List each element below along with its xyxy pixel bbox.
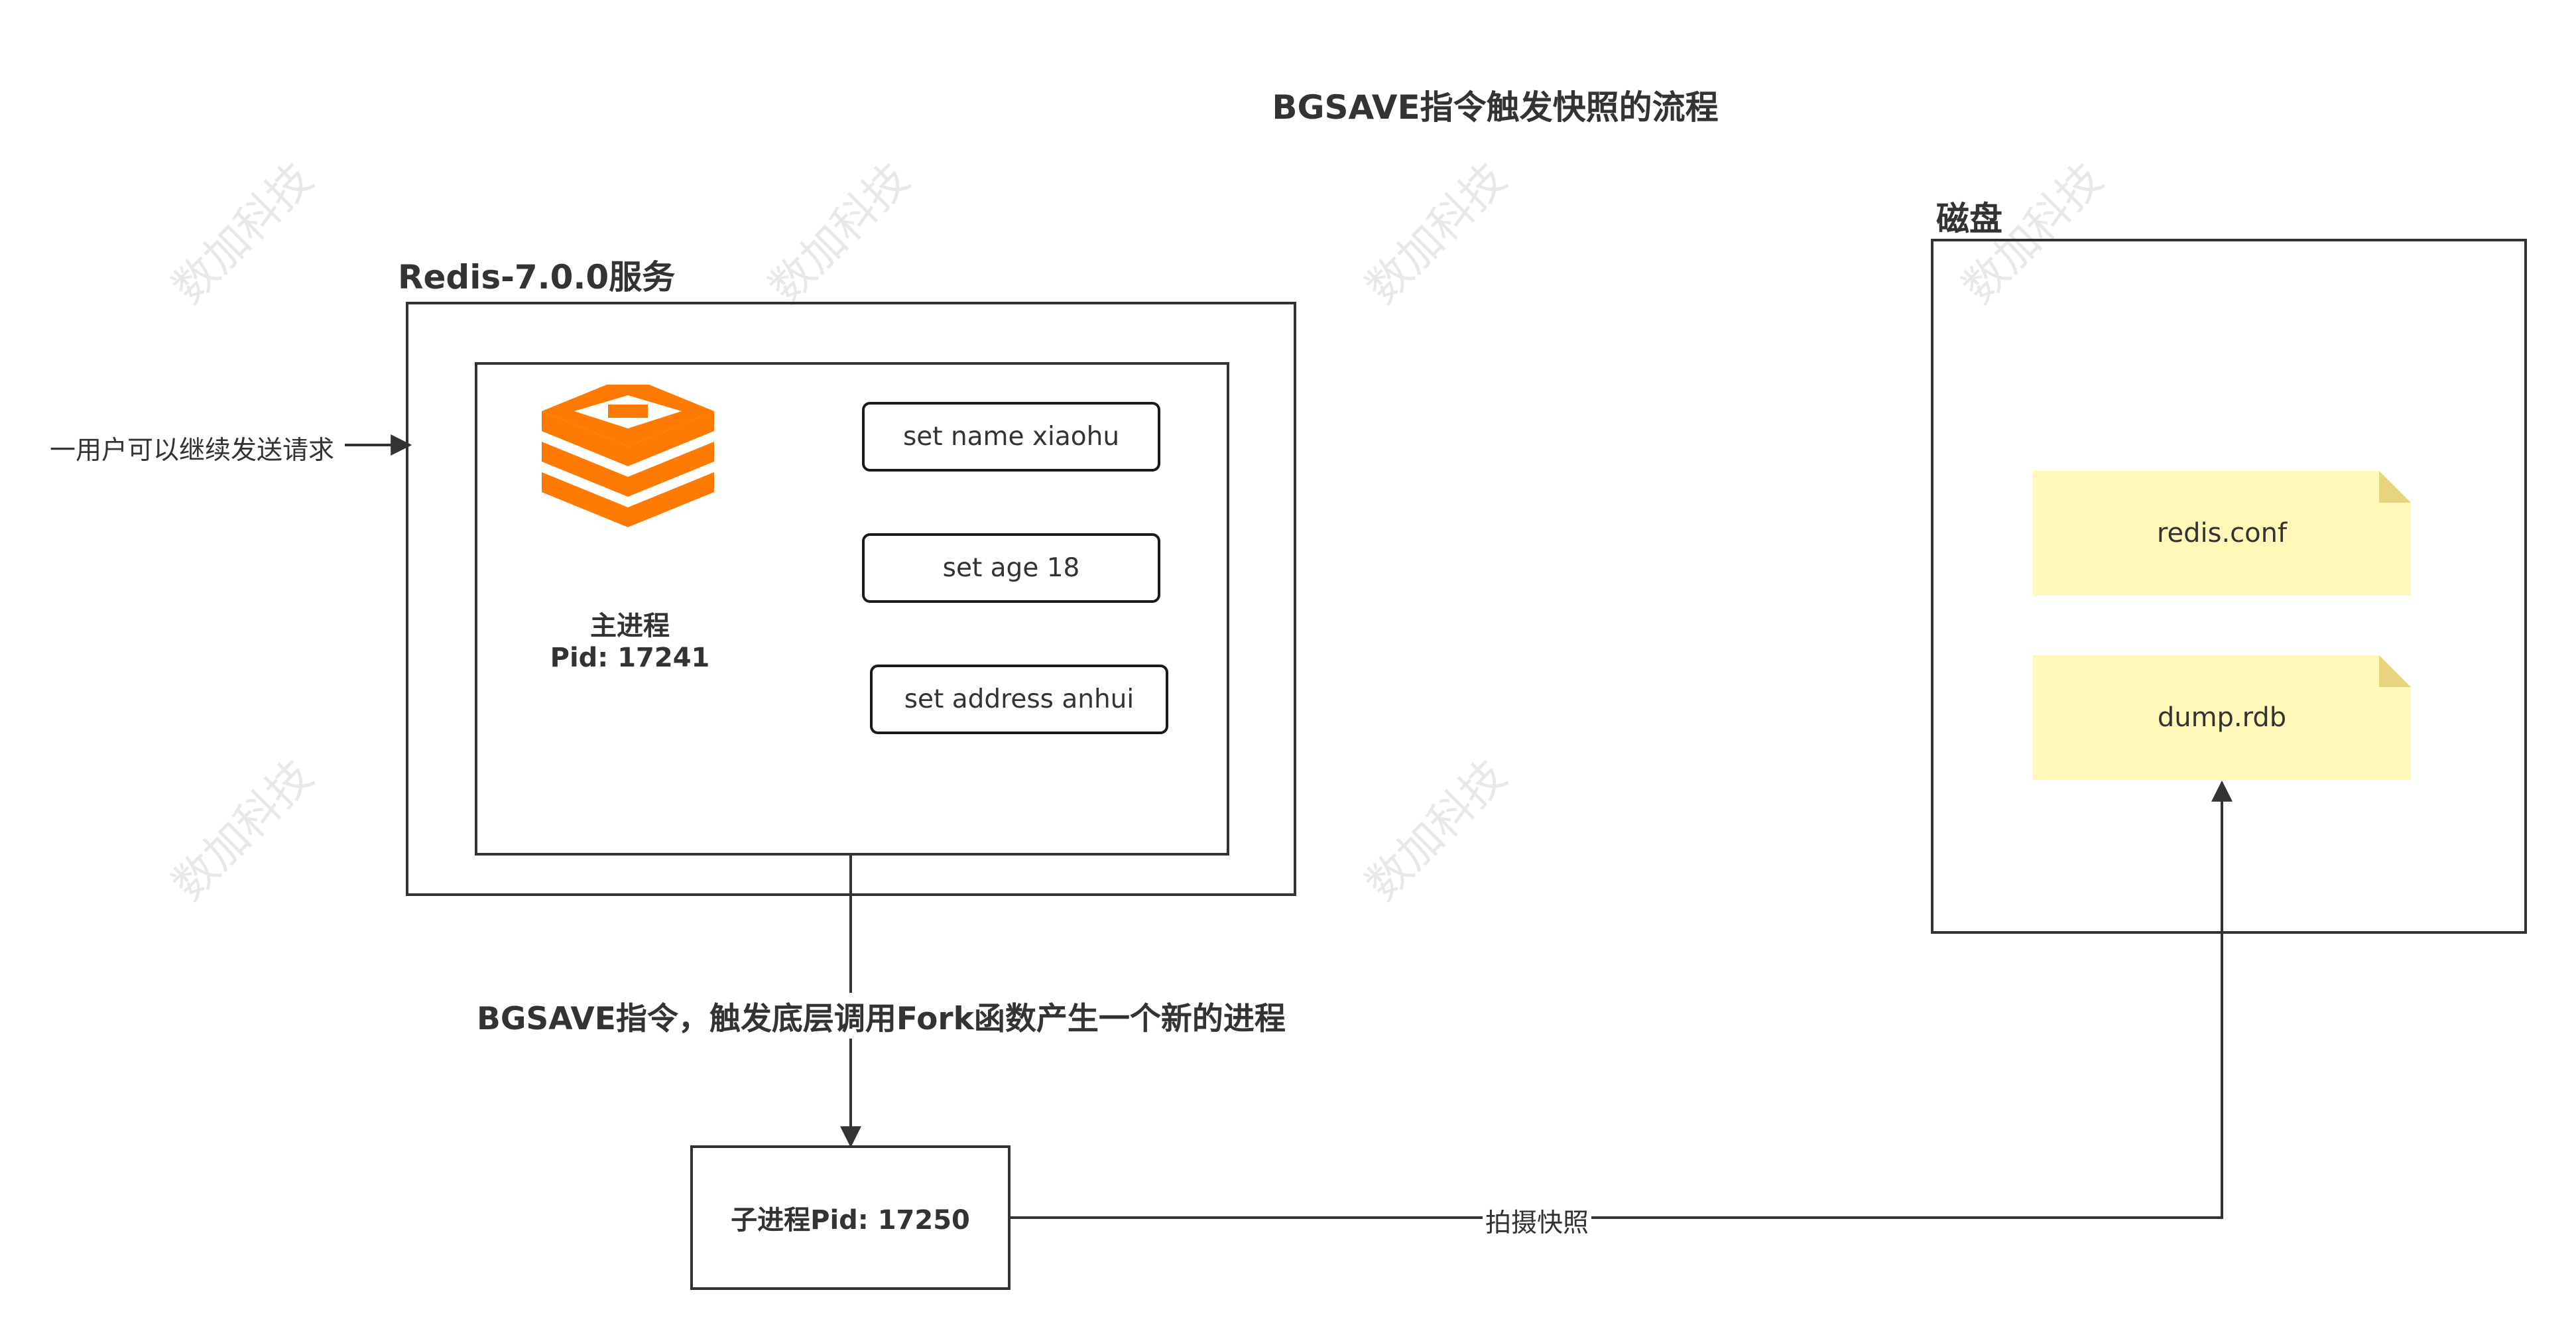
file-redis-conf: redis.conf [2156, 518, 2288, 548]
file-dump-rdb: dump.rdb [2157, 702, 2287, 733]
disk-label: 磁盘 [1936, 200, 2002, 238]
command-set-age: set age 18 [862, 533, 1160, 603]
snapshot-edge-label: 拍摄快照 [1483, 1202, 1592, 1240]
command-set-name: set name xiaohu [862, 402, 1160, 472]
main-process-name: 主进程 [590, 611, 670, 641]
main-process-label: 主进程 Pid: 17241 [530, 610, 729, 674]
main-process-pid: Pid: 17241 [550, 643, 710, 673]
user-request-label: 一用户可以继续发送请求 [50, 430, 335, 467]
disk-container [1931, 239, 2527, 934]
command-set-address: set address anhui [870, 665, 1168, 734]
redis-logo-icon [542, 385, 714, 527]
fork-edge-label: BGSAVE指令，触发底层调用Fork函数产生一个新的进程 [474, 993, 1288, 1039]
diagram-title: BGSAVE指令触发快照的流程 [1272, 88, 1719, 127]
service-label: Redis-7.0.0服务 [398, 258, 676, 296]
snapshot-arrow [1011, 780, 2233, 1219]
main-process-box: 主进程 Pid: 17241 [475, 362, 1229, 856]
child-process-label: 子进程Pid: 17250 [731, 1205, 970, 1236]
